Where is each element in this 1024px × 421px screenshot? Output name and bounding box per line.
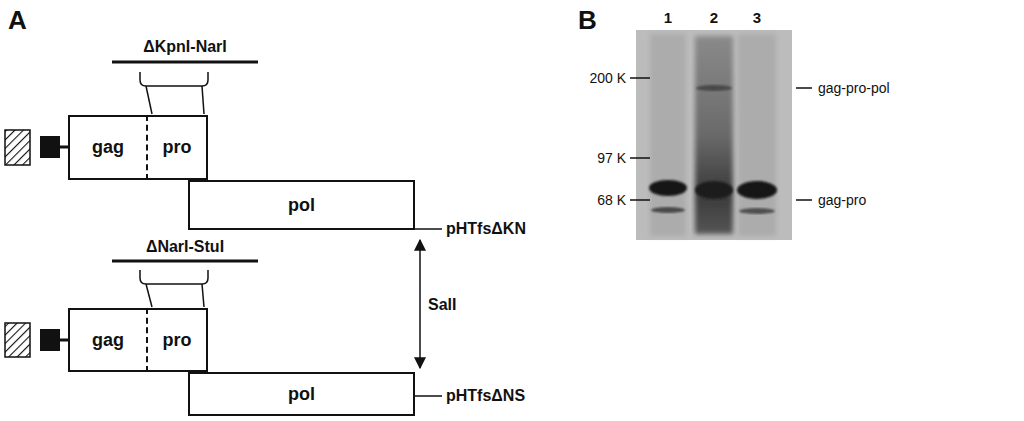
gene-name: pol [288, 384, 315, 405]
panel-letter: B [578, 7, 597, 33]
gene-region-box: gag [68, 115, 148, 180]
leader-black-box [40, 136, 60, 158]
ltr-hatched-box [5, 130, 30, 165]
deletion-label-text: ΔKpnI-NarI [143, 38, 227, 55]
deletion-bar [112, 61, 258, 64]
gene-name: gag [92, 137, 124, 158]
restriction-site: SalI [428, 297, 456, 313]
gene-region-box: gag [68, 308, 148, 372]
band-label-text: gag-pro-pol [818, 80, 890, 96]
band-label-text: gag-pro [818, 192, 866, 208]
lane-number: 2 [710, 10, 718, 25]
deletion-label: ΔKpnI-NarI [143, 39, 227, 55]
size-marker-text: 97 K [597, 150, 626, 166]
stem-line [60, 339, 68, 342]
leader-line [415, 395, 442, 397]
panel-letter-text: A [8, 5, 27, 35]
gene-name: pro [163, 137, 192, 158]
plasmid-name: pHTfsΔNS [446, 388, 525, 404]
construct-top [5, 62, 442, 229]
lane-number-text: 3 [753, 9, 761, 26]
deletion-bracket [140, 270, 208, 284]
construct-bottom [5, 261, 442, 396]
size-marker-text: 200 K [589, 70, 626, 86]
size-marker: 200 K [589, 71, 626, 85]
deletion-label: ΔNarI-StuI [146, 239, 224, 255]
lane-number-text: 2 [710, 9, 718, 26]
stem-line [60, 146, 68, 149]
deletion-line [202, 86, 204, 114]
gene-region-box: pro [148, 115, 208, 180]
gel-image [636, 30, 792, 240]
plasmid-name: pHTfsΔKN [446, 221, 526, 237]
gene-name: pro [163, 330, 192, 351]
leader-black-box [40, 329, 60, 351]
band-label: gag-pro [818, 193, 866, 207]
lane-number: 3 [753, 10, 761, 25]
gene-region-box: pol [188, 180, 415, 230]
deletion-line [202, 284, 204, 307]
deletion-bracket [140, 72, 208, 86]
panel-letter-text: B [578, 5, 597, 35]
plasmid-name-text: pHTfsΔNS [446, 387, 525, 404]
restriction-site-text: SalI [428, 296, 456, 313]
deletion-line [146, 284, 152, 307]
size-marker: 68 K [597, 193, 626, 207]
plasmid-name-text: pHTfsΔKN [446, 220, 526, 237]
band-label: gag-pro-pol [818, 81, 890, 95]
lane-number: 1 [664, 10, 672, 25]
size-marker-text: 68 K [597, 192, 626, 208]
gene-name: gag [92, 330, 124, 351]
gene-region-box: pol [188, 372, 415, 416]
deletion-line [146, 86, 152, 114]
deletion-label-text: ΔNarI-StuI [146, 238, 224, 255]
marker-ticks [630, 78, 812, 200]
lane-number-text: 1 [664, 9, 672, 26]
ltr-hatched-box [5, 323, 30, 357]
leader-line [415, 228, 442, 230]
gene-name: pol [288, 195, 315, 216]
gene-region-box: pro [148, 308, 208, 372]
deletion-bar [112, 260, 258, 263]
sali-arrow [419, 240, 421, 368]
size-marker: 97 K [597, 151, 626, 165]
panel-letter: A [8, 7, 27, 33]
